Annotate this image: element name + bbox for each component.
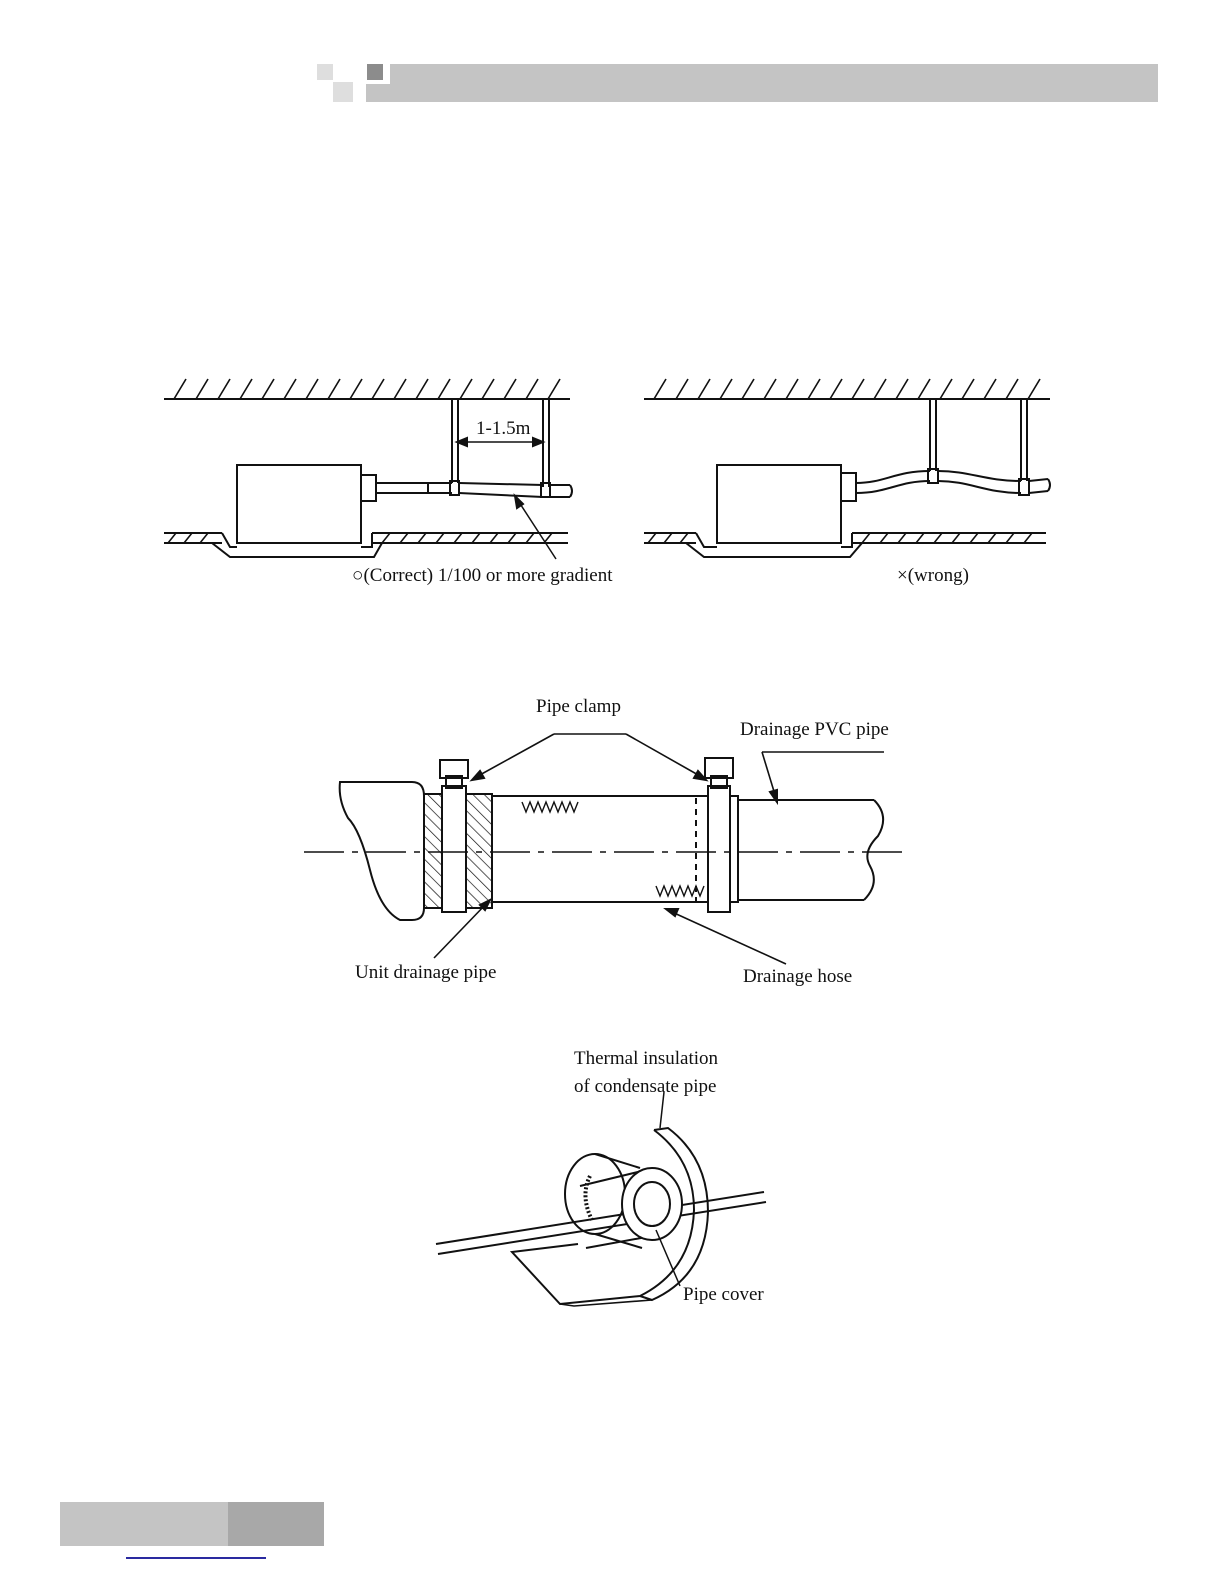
span-label: 1-1.5m — [476, 419, 530, 438]
header-band-top — [390, 64, 1158, 84]
drainage-pvc-pipe-label: Drainage PVC pipe — [740, 720, 889, 739]
drainage-hose-label: Drainage hose — [743, 967, 852, 986]
footer-bar-dark — [228, 1502, 324, 1546]
pipe-cover-label: Pipe cover — [683, 1285, 764, 1304]
footer-bar-light — [60, 1502, 228, 1546]
header-square-dark — [367, 64, 383, 80]
wrong-installation-diagram — [640, 375, 1060, 565]
header-band — [366, 84, 1158, 102]
footer-underline — [126, 1557, 266, 1559]
pipe-clamp-label: Pipe clamp — [536, 697, 621, 716]
correct-installation-diagram — [160, 375, 650, 565]
thermal-insulation-label-line1: Thermal insulation — [574, 1049, 718, 1068]
correct-caption: ○(Correct) 1/100 or more gradient — [352, 566, 613, 585]
header-square-light-top — [317, 64, 333, 80]
unit-drainage-pipe-label: Unit drainage pipe — [355, 963, 496, 982]
thermal-insulation-label-line2: of condensate pipe — [574, 1077, 716, 1096]
wrong-caption: ×(wrong) — [897, 566, 969, 585]
header-square-light-bottom — [333, 82, 353, 102]
